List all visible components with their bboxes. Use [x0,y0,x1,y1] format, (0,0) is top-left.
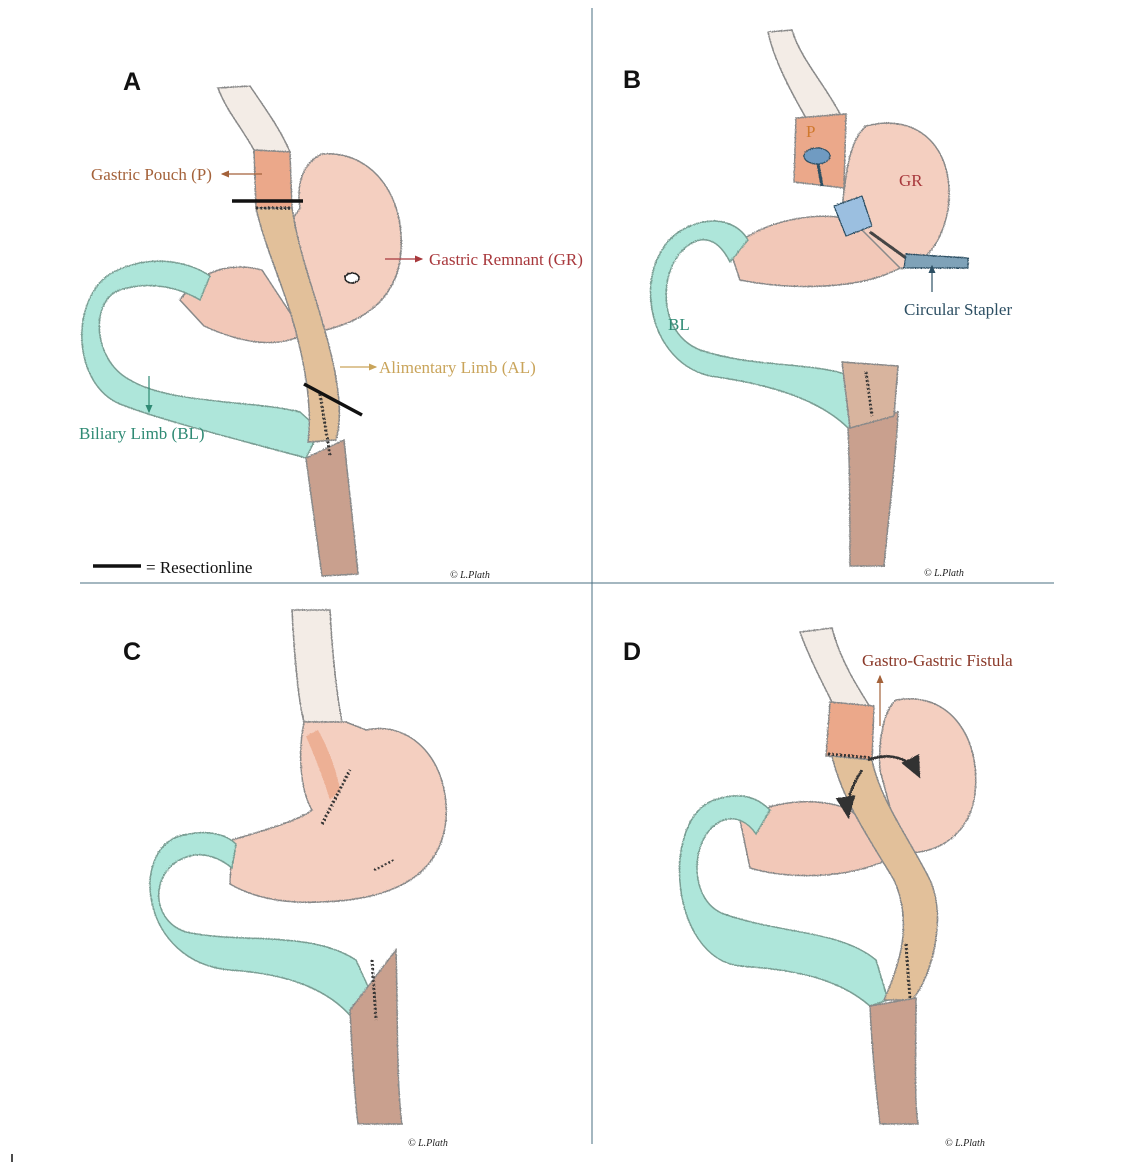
label-biliary-b: BL [668,315,690,334]
remnant-b [841,122,950,271]
label-circular-stapler: Circular Stapler [904,300,1012,319]
pouch-d [825,701,875,761]
panel-d [678,627,977,1125]
alimentary-flow-arrow-d [835,769,864,819]
resection-line-a-bottom [303,382,363,417]
pouch-shade-c [306,730,340,800]
copyright-a: © L.Plath [450,570,490,581]
stapler-shaft-b [869,230,907,260]
gastrotomy-a [344,272,360,284]
label-pouch-b: P [806,122,815,141]
esophagus-c [291,609,343,723]
staple-line-d2 [904,943,912,1001]
copyright-b: © L.Plath [924,568,964,579]
panel-b [649,29,969,567]
label-remnant-b: GR [899,171,923,190]
remnant-d [878,698,977,854]
copyright-d: © L.Plath [945,1138,985,1149]
anvil-shaft-b [816,163,824,187]
remnant-body-b [729,215,902,288]
biliary-limb-d [678,795,889,1007]
stapler-head-b [833,195,873,237]
stapler-handle-b [903,253,969,269]
jejunal-stump-b [841,361,899,429]
label-biliary-limb: Biliary Limb (BL) [79,424,205,443]
staple-line-b [864,371,874,417]
panel-c [149,609,447,1125]
esophagus-a [216,85,292,153]
biliary-limb-a [81,260,321,459]
common-channel-a [305,438,359,577]
biliary-limb-b [649,220,869,429]
copyright-c: © L.Plath [408,1138,448,1149]
stomach-c [229,721,447,904]
label-gastro-gastric-fistula: Gastro-Gastric Fistula [862,651,1013,670]
panel-letter-b: B [623,66,641,94]
panel-letter-c: C [123,638,141,666]
biliary-limb-c [149,832,375,1022]
label-gastric-remnant: Gastric Remnant (GR) [429,250,583,269]
anvil-head-b [803,147,831,165]
panel-letter-d: D [623,638,641,666]
label-alimentary-limb: Alimentary Limb (AL) [379,358,536,377]
alimentary-limb-a [255,207,341,443]
label-gastric-pouch: Gastric Pouch (P) [91,165,212,184]
common-channel-b [847,410,899,567]
legend-resection-text: = Resectionline [146,558,252,577]
esophagus-b [767,29,842,119]
panel-letter-a: A [123,68,141,96]
panel-a [81,85,402,577]
common-channel-c [349,947,403,1125]
fistula-flow-arrow-d [867,753,921,779]
common-channel-d [869,997,919,1125]
staple-line-d1 [827,752,873,760]
